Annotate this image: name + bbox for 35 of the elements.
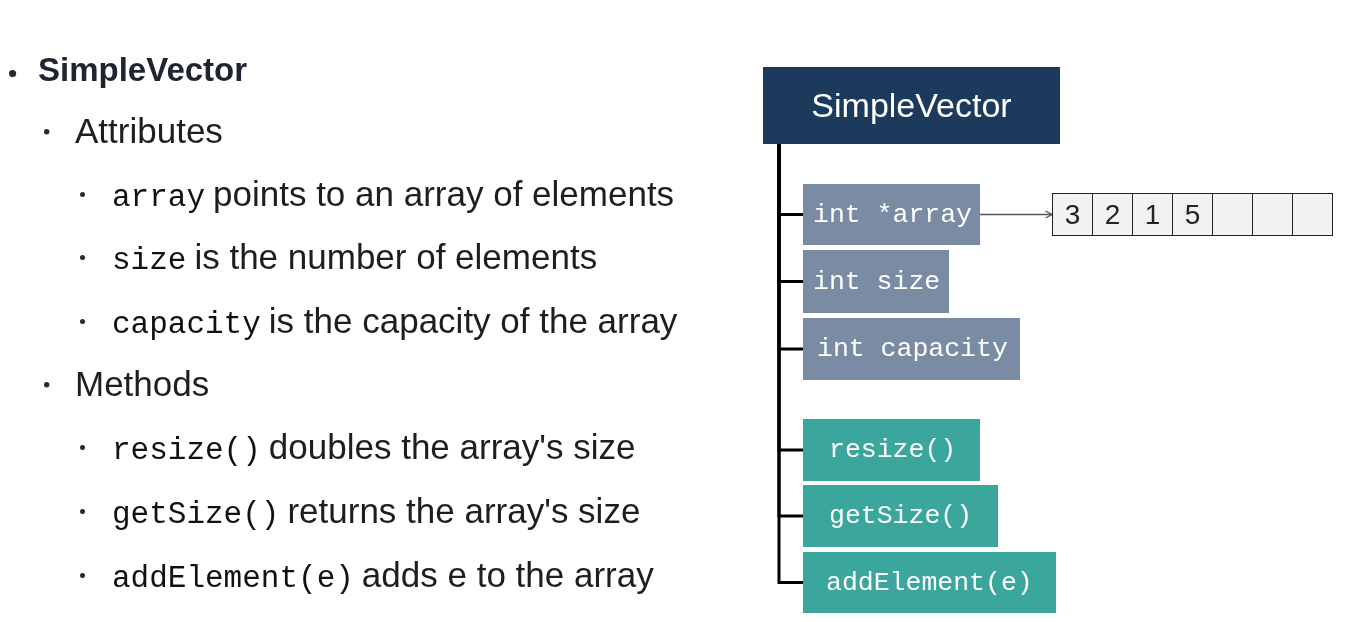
attribute-box <box>803 250 949 313</box>
description-text: is the capacity of the array <box>268 300 678 342</box>
method-name: addElement(e) <box>826 567 1033 598</box>
attribute-name: int size <box>813 266 941 297</box>
list-heading: SimpleVector <box>38 50 248 90</box>
attribute-name: int *array <box>813 199 973 230</box>
array-box <box>1052 193 1333 236</box>
code-term: capacity <box>112 306 261 344</box>
array-value: 2 <box>1104 198 1121 231</box>
method-name: resize() <box>829 435 957 465</box>
array-value: 3 <box>1064 198 1081 231</box>
array-value: 1 <box>1144 198 1161 231</box>
code-term: getSize() <box>112 496 280 534</box>
pointer-arrow <box>979 210 1053 219</box>
description-text: returns the array's size <box>287 490 641 532</box>
description-text: is the number of elements <box>194 236 598 278</box>
attribute-box <box>803 318 1020 380</box>
method-name: getSize() <box>829 501 973 531</box>
class-header-box <box>763 67 1060 144</box>
method-box <box>803 552 1056 613</box>
attribute-name: int capacity <box>817 334 1008 364</box>
description-text: doubles the array's size <box>268 426 636 468</box>
description-text: adds e to the array <box>361 554 654 596</box>
attribute-box <box>803 184 980 245</box>
code-term: size <box>112 242 187 280</box>
array-value: 5 <box>1184 198 1201 231</box>
code-term: addElement(e) <box>112 560 354 598</box>
section-heading: Attributes <box>75 110 223 152</box>
description-text: points to an array of elements <box>213 173 675 215</box>
code-term: array <box>112 179 205 217</box>
method-box <box>803 419 980 481</box>
method-box <box>803 485 998 547</box>
section-heading: Methods <box>75 363 210 405</box>
class-name: SimpleVector <box>811 86 1012 125</box>
code-term: resize() <box>112 432 261 470</box>
